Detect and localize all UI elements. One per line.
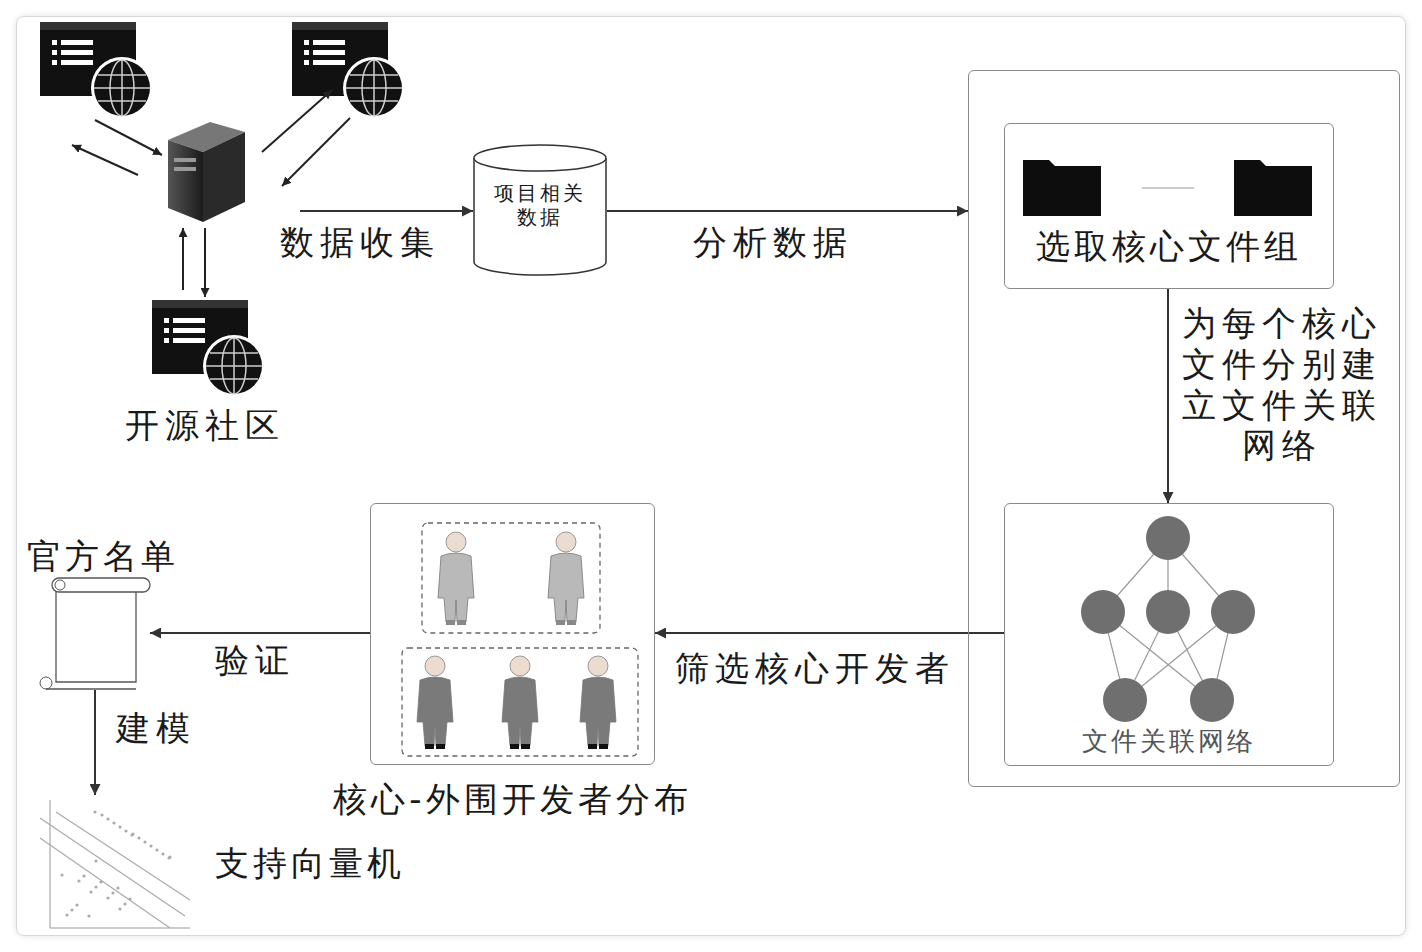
diagram-node: 选取核心文件组: [1004, 123, 1334, 289]
core-group: [422, 523, 600, 633]
diagram-node: 文件关联网络: [1004, 503, 1334, 766]
edge-label: 建模: [116, 708, 196, 749]
server-icon: [168, 122, 245, 222]
scroll-icon: [40, 578, 150, 689]
developer-figure: [502, 656, 538, 749]
folder-icon: [1234, 160, 1312, 216]
diagram-node: 开源社区: [110, 115, 300, 455]
web-icon: [292, 22, 405, 119]
diagram-node: 核心-外围开发者分布: [370, 503, 655, 765]
developer-figure: [438, 532, 474, 625]
flow-arrow: [1167, 289, 1169, 503]
exchange-arrow: [282, 118, 350, 186]
developer-figure: [548, 532, 584, 625]
folder-icon: [1023, 160, 1101, 216]
network-graph: [1081, 516, 1255, 722]
node-label: 官方名单: [27, 536, 179, 577]
node-label: 选取核心文件组: [1036, 226, 1302, 267]
flow-arrow: [94, 690, 96, 795]
exchange-arrow: [204, 228, 206, 297]
web-icon: [40, 22, 153, 119]
node-label: 文件关联网络: [1082, 726, 1256, 757]
node-label: 项目相关 数据: [490, 181, 590, 229]
flow-arrow: [607, 210, 968, 212]
flow-arrow: [655, 632, 1004, 634]
exchange-arrow: [182, 228, 184, 290]
database-cylinder: [474, 145, 606, 275]
edge-label: 为每个核心文件分别建立文件关联网络: [1174, 303, 1389, 466]
flow-arrow: [150, 632, 370, 634]
diagram-node: 支持向量机: [40, 795, 430, 932]
web-icon: [152, 300, 265, 397]
exchange-arrow: [95, 120, 162, 155]
diagram-node: 选取核心文件组文件关联网络: [968, 70, 1400, 787]
periphery-group: [402, 648, 638, 756]
edge-label: 分析数据: [693, 222, 853, 263]
node-label: 开源社区: [125, 405, 285, 446]
exchange-arrow: [262, 90, 332, 152]
edge-label: 数据收集: [280, 222, 440, 263]
diagram-node: 官方名单: [40, 578, 150, 690]
edge-label: 验证: [215, 640, 295, 681]
ellipsis-dash: [1142, 187, 1194, 189]
flow-arrow: [300, 210, 473, 212]
exchange-arrow: [72, 145, 138, 175]
developer-figure: [417, 656, 453, 749]
svm-icon: [40, 800, 190, 928]
edge-label: 筛选核心开发者: [675, 648, 955, 689]
node-label: 支持向量机: [215, 843, 405, 884]
developer-figure: [580, 656, 616, 749]
diagram-node: 项目相关 数据: [473, 145, 607, 275]
node-label: 核心-外围开发者分布: [333, 779, 691, 820]
